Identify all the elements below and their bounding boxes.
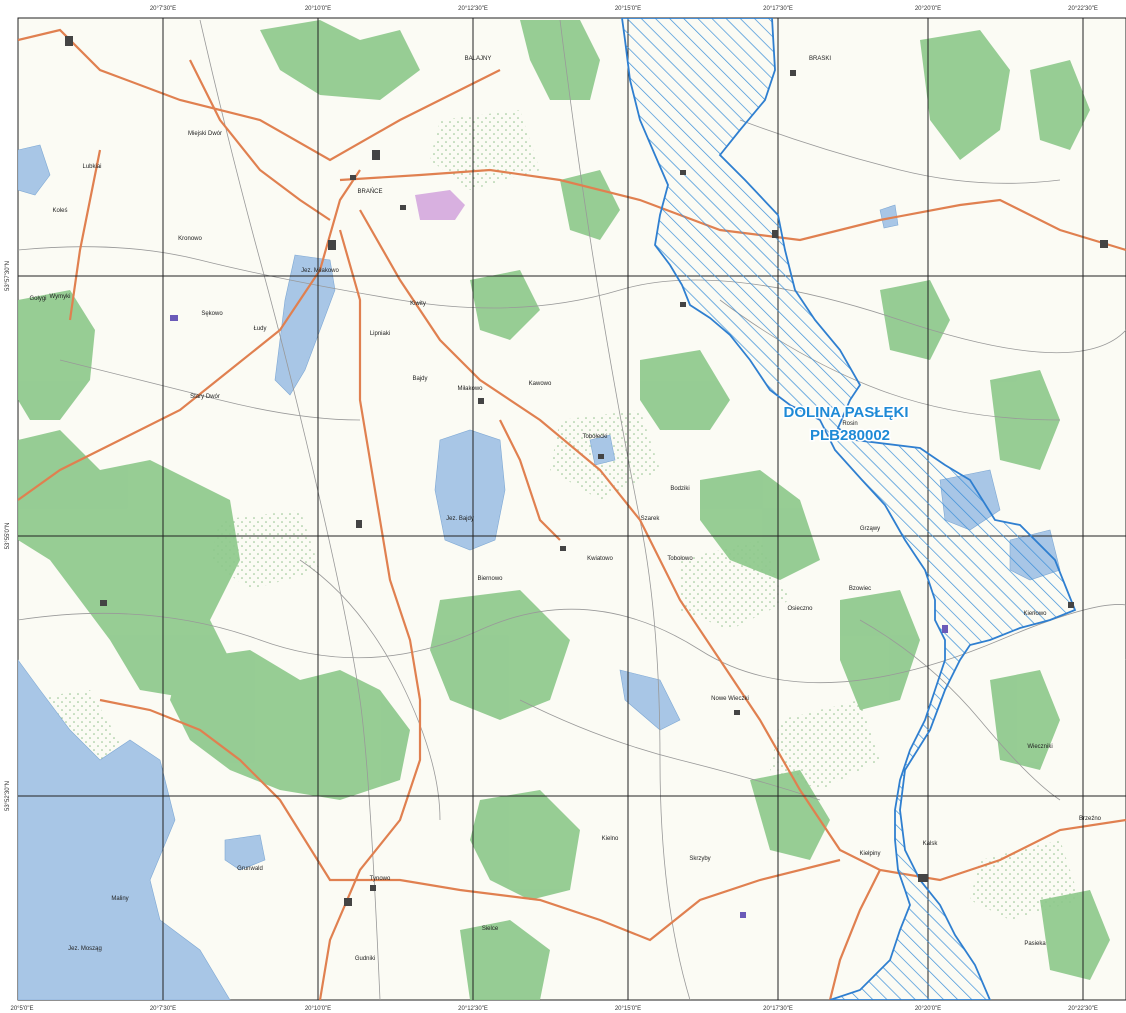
place-name-label: Miłakowo (457, 386, 483, 392)
protected-area-code: PLB280002 (810, 427, 890, 444)
place-name-label: Nowe Wieczki (711, 696, 749, 702)
bottom-coordinate-label: 20°22'30"E (1068, 1006, 1098, 1012)
place-name-label: Kierłowo (1023, 611, 1047, 617)
lakes (18, 144, 1061, 1000)
special-area (415, 190, 465, 220)
main-roads (18, 28, 1126, 1000)
left-coordinate-label: 53°55'0"N (5, 523, 11, 550)
place-name-label: Kielno (602, 836, 619, 842)
place-name-label: Brzeźno (1079, 816, 1102, 822)
top-coordinate-label: 20°15'0"E (615, 6, 641, 12)
top-coordinate-label: 20°17'30"E (763, 6, 793, 12)
place-name-label: Pasieka (1024, 941, 1046, 947)
bottom-coordinate-label: 20°20'0"E (915, 1006, 941, 1012)
bottom-coordinate-label: 20°17'30"E (763, 1006, 793, 1012)
bottom-coordinate-label: 20°5'0"E (10, 1006, 33, 1012)
place-name-label: Jez. Miłakowo (301, 268, 339, 274)
lake-milakowo (274, 254, 336, 396)
place-name-label: Gudniki (355, 956, 375, 962)
place-name-label: Miejski Dwór (188, 131, 222, 137)
place-name-label: Tobołowo (667, 556, 693, 562)
place-name-label: Jez. Mosząg (68, 946, 102, 952)
left-coordinate-label: 53°52'30"N (5, 781, 11, 811)
place-name-label: Wymyki (50, 294, 71, 300)
place-name-label: Kwiatowo (587, 556, 613, 562)
protected-area-name: DOLINA PASŁĘKI (783, 404, 908, 421)
place-name-label: Kiełpiny (859, 851, 880, 857)
settlements (65, 36, 1108, 918)
place-name-label: Bodziki (670, 486, 689, 492)
place-name-label: Wieczniki (1027, 744, 1052, 750)
top-coordinate-label: 20°20'0"E (915, 6, 941, 12)
place-name-label: BRAŃCE (357, 188, 382, 195)
place-name-label: Szarek (641, 516, 661, 522)
place-name-label: Maliny (111, 896, 128, 902)
place-name-label: Tobołecki (582, 434, 607, 440)
place-name-label: Skrzyby (689, 856, 710, 862)
lake-west (18, 659, 231, 1000)
place-name-label: Jez. Bajdy (446, 516, 474, 522)
place-name-label: Łudy (253, 326, 266, 332)
place-name-label: Lipniaki (370, 331, 390, 337)
place-name-label: Stary Dwór (190, 394, 220, 400)
top-coordinate-label: 20°7'30"E (150, 6, 176, 12)
bottom-coordinate-label: 20°7'30"E (150, 1006, 176, 1012)
bottom-coordinate-label: 20°10'0"E (305, 1006, 331, 1012)
place-name-label: Bzowiec (849, 586, 871, 592)
place-name-label: Biernowo (477, 576, 503, 582)
place-name-label: Koleś (52, 208, 67, 214)
place-name-label: Kawowo (529, 381, 552, 387)
place-name-label: Kalsk (923, 841, 939, 847)
protected-area-dolina-pasleki[interactable] (621, 18, 1077, 1000)
left-coordinate-labels: 53°57'30"N 53°55'0"N 53°52'30"N (5, 261, 11, 811)
place-name-label: Tynowo (370, 876, 391, 882)
left-coordinate-label: 53°57'30"N (5, 261, 11, 291)
top-coordinate-label: 20°22'30"E (1068, 6, 1098, 12)
place-name-label: Sękowo (201, 311, 223, 317)
place-name-label: BALAJNY (465, 56, 492, 62)
bottom-coordinate-label: 20°12'30"E (458, 1006, 488, 1012)
top-coordinate-label: 20°12'30"E (458, 6, 488, 12)
place-name-label: Kronowo (178, 236, 202, 242)
place-name-label: Grząwy (860, 526, 880, 532)
lake-mosiag (434, 429, 506, 551)
place-name-label: Gołygi (29, 296, 46, 302)
place-name-label: Lubkiai (82, 164, 101, 170)
place-name-label: Osieczno (787, 606, 813, 612)
place-name-label: BRASKI (809, 56, 831, 62)
place-name-label: Bajdy (412, 376, 427, 382)
top-coordinate-label: 20°10'0"E (305, 6, 331, 12)
place-name-label: Kiwity (410, 301, 426, 307)
place-name-label: Grunwald (237, 866, 263, 872)
top-coordinate-labels: 20°7'30"E 20°10'0"E 20°12'30"E 20°15'0"E 20°… (150, 6, 1098, 12)
bottom-coordinate-labels: 20°5'0"E 20°7'30"E 20°10'0"E 20°12'30"E 20°1… (10, 1006, 1097, 1012)
place-name-label: Rosin (842, 421, 857, 427)
place-name-label: Sielce (482, 926, 499, 932)
bottom-coordinate-label: 20°15'0"E (615, 1006, 641, 1012)
